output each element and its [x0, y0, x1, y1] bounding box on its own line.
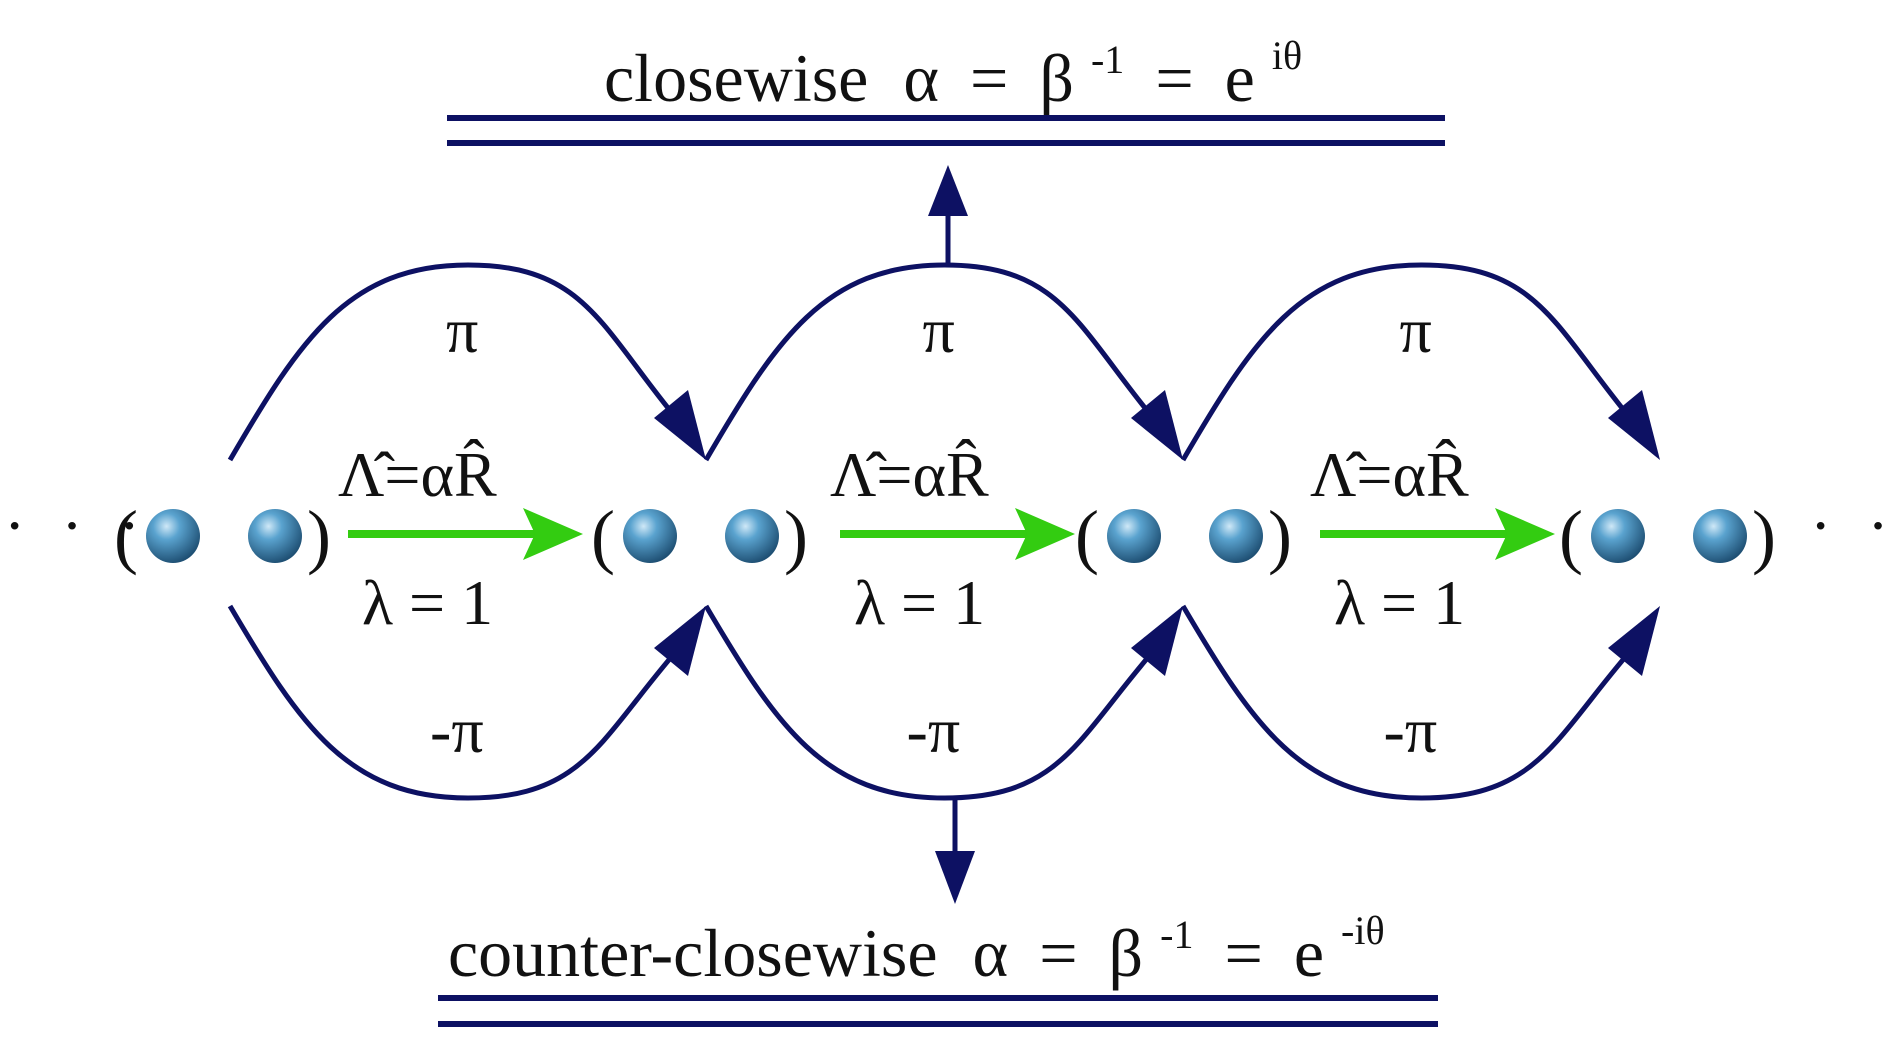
transfer-2: Λ̂=αR̂ λ = 1 — [830, 438, 1075, 638]
transfer-arrow-head — [523, 508, 583, 560]
title-counter-e-exp: -iθ — [1341, 908, 1385, 953]
title-closewise-beta-exp: -1 — [1091, 37, 1124, 82]
upper-arc-label-2: π — [923, 295, 955, 366]
upper-arc-2 — [703, 262, 1165, 462]
transfer-3: Λ̂=αR̂ λ = 1 — [1310, 438, 1555, 638]
operator-label: Λ̂=αR̂ — [1310, 438, 1469, 510]
title-closewise-word: closewise — [604, 40, 868, 116]
svg-text:closewise α =: closewise α = β -1 = e iθ — [604, 12, 1302, 116]
paren-close: ) — [1268, 496, 1292, 576]
transfer-arrow-head — [1495, 508, 1555, 560]
cell-layer: ()()()() — [114, 496, 1776, 576]
paren-open: ( — [1559, 496, 1583, 576]
title-counter-beta: β — [1109, 915, 1144, 991]
transfer-1: Λ̂=αR̂ λ = 1 — [338, 438, 583, 638]
upper-arc-arrowhead-1 — [654, 390, 706, 460]
down-pointer-arrowhead — [935, 851, 975, 904]
title-closewise-e-exp: iθ — [1272, 33, 1302, 78]
particle-right — [725, 509, 779, 563]
upper-arc-arrowhead-3 — [1608, 390, 1660, 460]
operator-label: Λ̂=αR̂ — [830, 438, 989, 510]
title-counter-e: e — [1294, 915, 1324, 991]
particle-pair-1: () — [114, 496, 331, 576]
lower-arc-arrowhead-3 — [1608, 606, 1660, 676]
title-closewise-eq1: = — [970, 40, 1008, 116]
particle-left — [623, 509, 677, 563]
title-closewise: closewise α = β -1 = e iθ — [604, 12, 1302, 116]
lower-arc-arrowhead-1 — [654, 606, 706, 676]
paren-open: ( — [1075, 496, 1099, 576]
title-counter-beta-exp: -1 — [1160, 912, 1193, 957]
ellipsis-left: · · · — [4, 490, 150, 561]
particle-left — [146, 509, 200, 563]
title-counter-closewise: counter-closewise α = β -1 = e -iθ — [448, 887, 1385, 991]
lower-arc-arrowhead-2 — [1131, 606, 1183, 676]
title-counter-word: counter-closewise — [448, 915, 938, 991]
arc-layer: π -π π -π π -π — [227, 262, 1660, 801]
particle-pair-4: () — [1559, 496, 1776, 576]
upper-arc-3 — [1180, 262, 1642, 462]
title-counter-alpha: α — [973, 915, 1009, 991]
lower-arc-label-2: -π — [907, 695, 961, 766]
paren-close: ) — [307, 496, 331, 576]
particle-left — [1591, 509, 1645, 563]
particle-pair-2: () — [591, 496, 808, 576]
title-closewise-alpha: α — [903, 40, 939, 116]
paren-close: ) — [1752, 496, 1776, 576]
particle-right — [248, 509, 302, 563]
lower-arc-label-1: -π — [430, 695, 484, 766]
particle-right — [1693, 509, 1747, 563]
lower-arc-1 — [227, 604, 688, 801]
title-closewise-eq2: = — [1155, 40, 1193, 116]
lower-arc-3 — [1180, 604, 1642, 801]
up-pointer-arrowhead — [928, 165, 968, 216]
upper-arc-arrowhead-2 — [1131, 390, 1183, 460]
title-closewise-e: e — [1225, 40, 1255, 116]
ellipsis-right: · · · — [1810, 490, 1892, 561]
paren-open: ( — [591, 496, 615, 576]
operator-label: Λ̂=αR̂ — [338, 438, 497, 510]
eigenvalue-label: λ = 1 — [362, 567, 493, 638]
upper-arc-label-1: π — [446, 295, 478, 366]
title-counter-eq2: = — [1224, 915, 1262, 991]
particle-right — [1209, 509, 1263, 563]
paren-open: ( — [114, 496, 138, 576]
eigenvalue-label: λ = 1 — [854, 567, 985, 638]
particle-left — [1107, 509, 1161, 563]
transfer-layer: Λ̂=αR̂ λ = 1 Λ̂=αR̂ λ = 1 Λ̂=αR̂ λ = 1 — [338, 438, 1555, 638]
upper-arc-label-3: π — [1400, 295, 1432, 366]
paren-close: ) — [784, 496, 808, 576]
transfer-arrow-head — [1015, 508, 1075, 560]
svg-text:counter-closewise α: counter-closewise α = β -1 = e -iθ — [448, 887, 1385, 991]
lower-arc-2 — [703, 604, 1165, 801]
particle-pair-3: () — [1075, 496, 1292, 576]
lower-arc-label-3: -π — [1384, 695, 1438, 766]
upper-arc-1 — [227, 262, 688, 462]
eigenvalue-label: λ = 1 — [1334, 567, 1465, 638]
title-closewise-beta: β — [1039, 40, 1074, 116]
title-counter-eq1: = — [1039, 915, 1077, 991]
